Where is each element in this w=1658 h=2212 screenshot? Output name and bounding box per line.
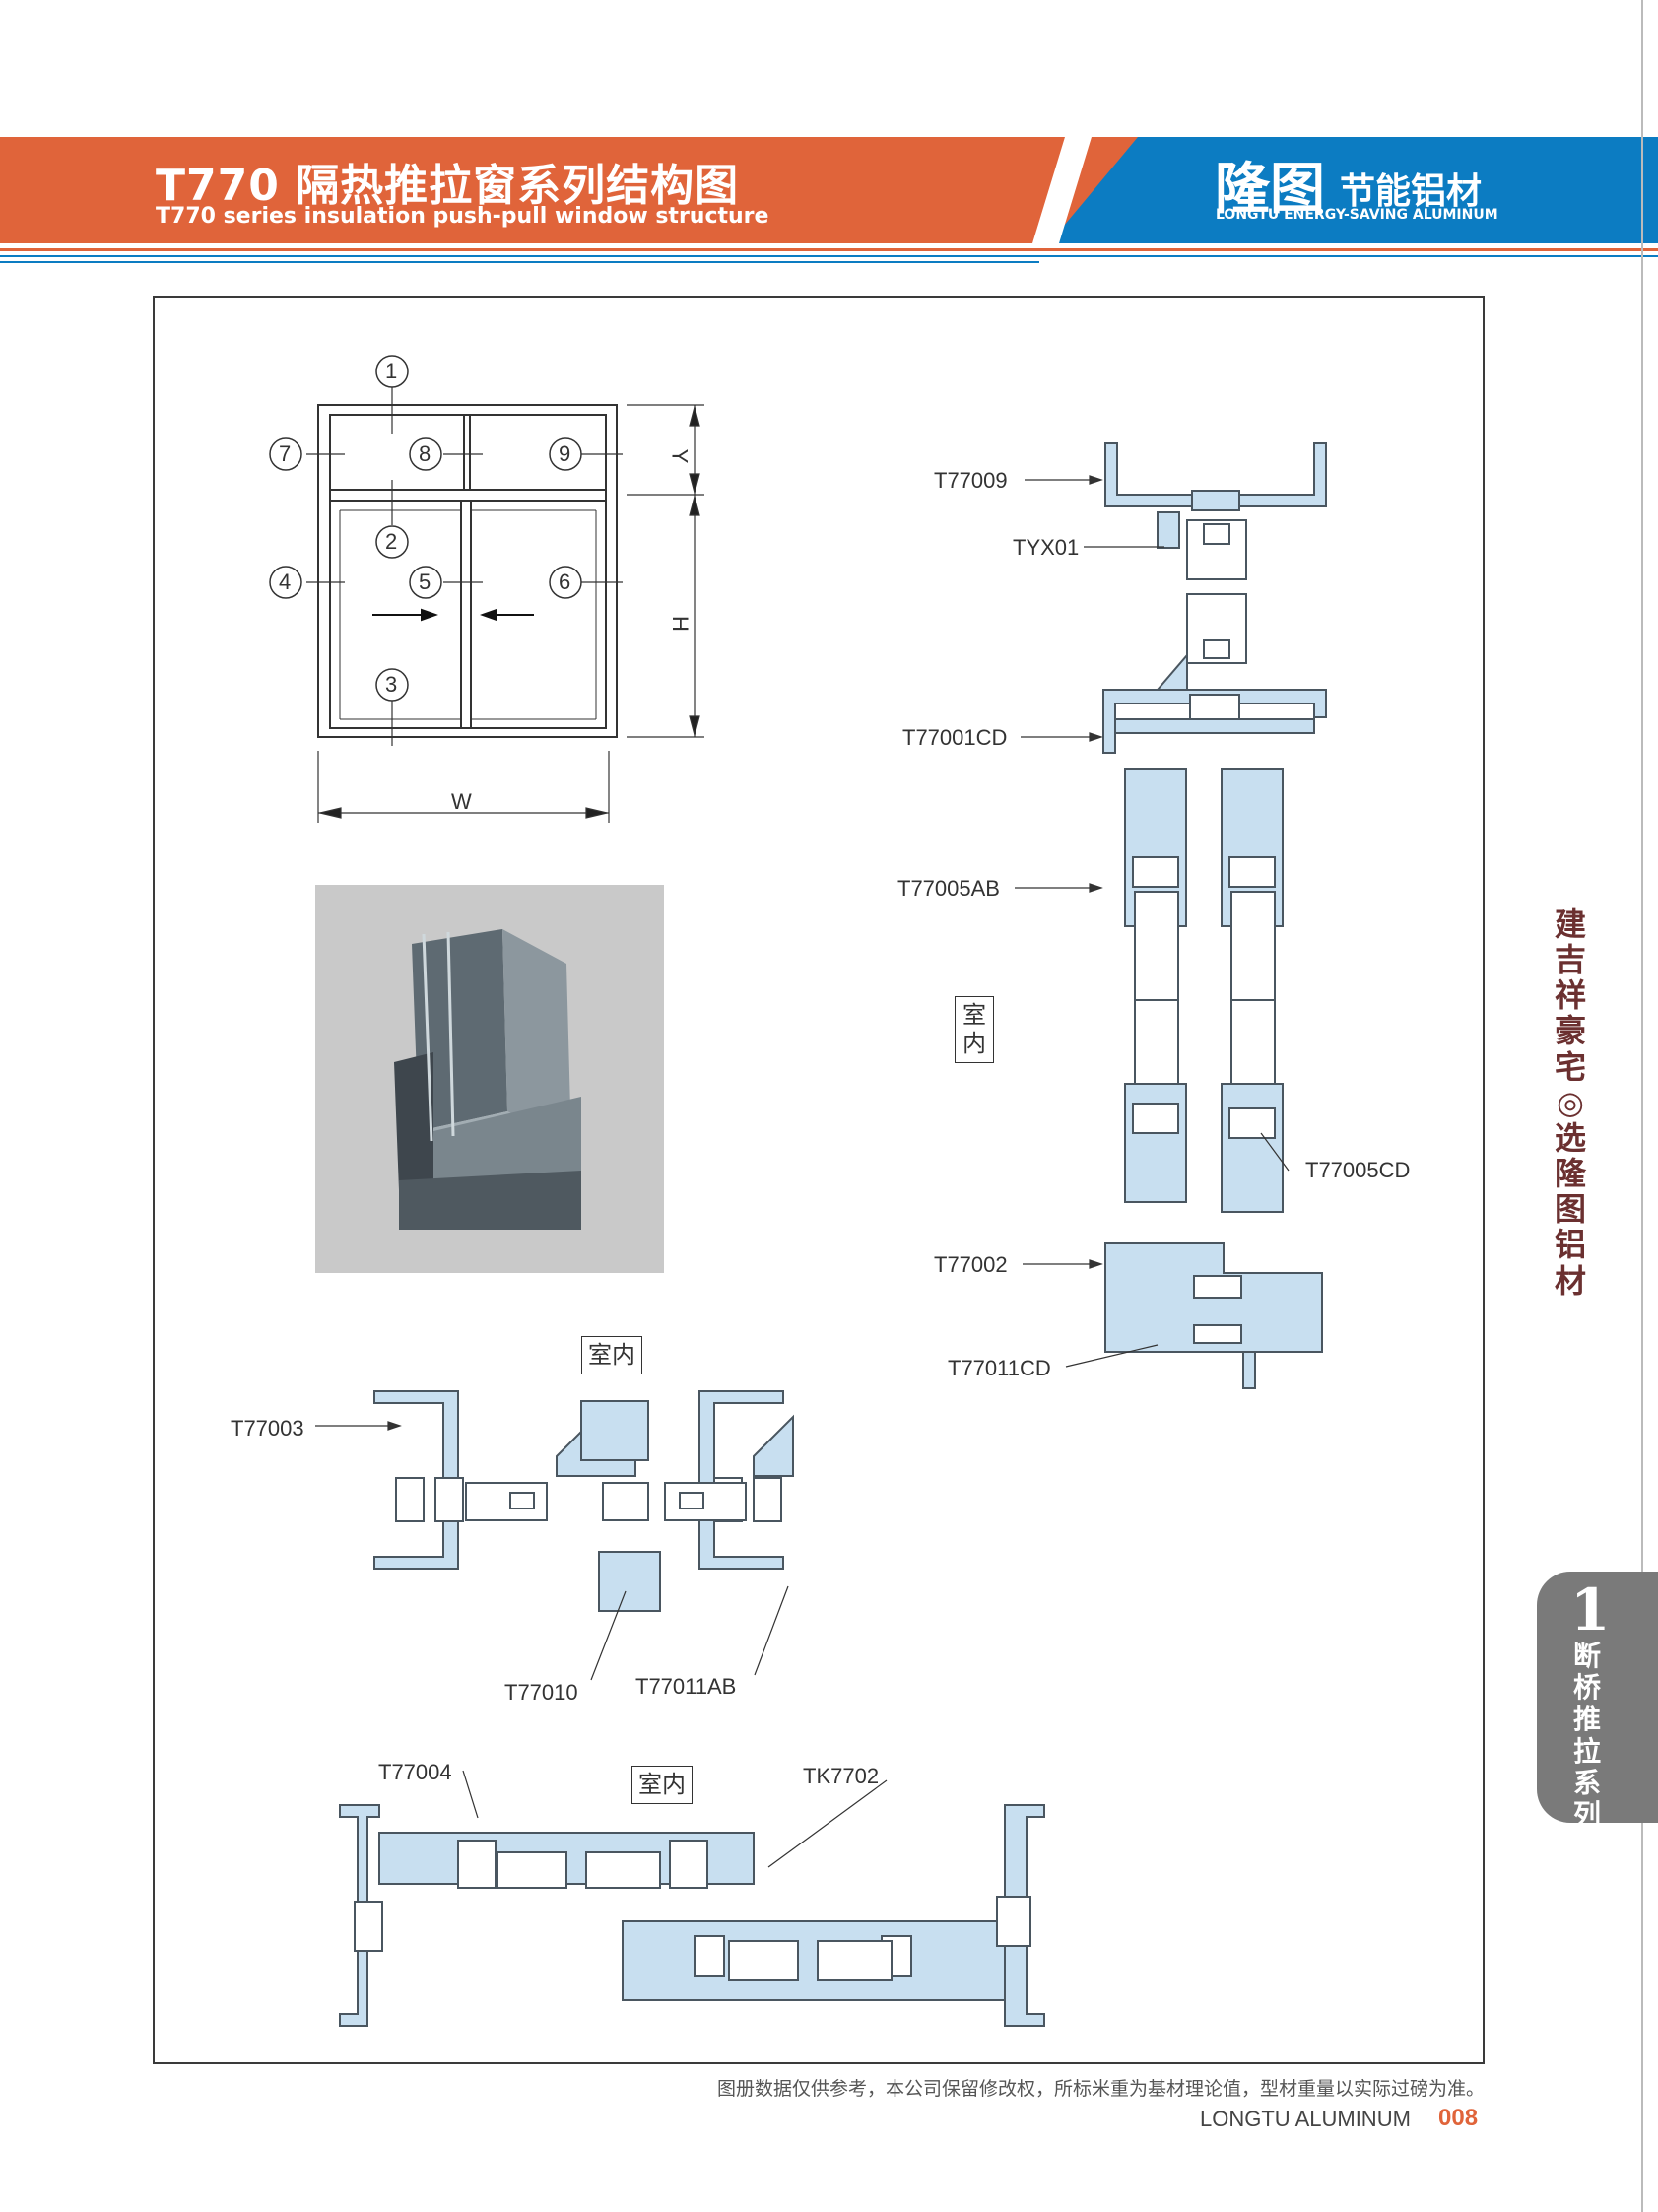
label-indoor-lower: 室内 (631, 1766, 693, 1804)
marker-3: 3 (385, 672, 398, 697)
label-t77003: T77003 (231, 1416, 304, 1441)
label-tyx01: TYX01 (1013, 535, 1080, 560)
disclaimer-note: 图册数据仅供参考，本公司保留修改权，所标米重为基材理论值，型材重量以实际过磅为准… (717, 2078, 1486, 2100)
marker-8: 8 (419, 441, 431, 466)
label-t77001cd: T77001CD (902, 725, 1008, 750)
elevation-leaders (306, 387, 623, 746)
callout-lines (315, 475, 1290, 1868)
elevation-markers (269, 355, 582, 702)
page-title-en: T770 series insulation push-pull window … (156, 204, 769, 229)
label-t77009: T77009 (934, 468, 1008, 493)
section-tab-number: 1 (1570, 1576, 1611, 1643)
sliding-arrows (372, 608, 534, 622)
drawing-frame (153, 296, 1485, 2064)
header-rule-orange (0, 248, 1658, 251)
profile-3d-render (315, 885, 664, 1273)
label-tk7702: TK7702 (803, 1764, 880, 1788)
section-vertical (1102, 442, 1327, 1389)
section-tab (1537, 1572, 1658, 1823)
marker-1: 1 (385, 359, 398, 383)
header-rule-blue (0, 255, 1658, 257)
window-elevation (317, 404, 618, 738)
label-indoor-sill: 室内 (581, 1336, 642, 1374)
section-sill (373, 1390, 794, 1612)
marker-4: 4 (279, 570, 292, 594)
brand-logo-cn: 隆图 (1215, 158, 1325, 222)
marker-2: 2 (385, 529, 398, 554)
marker-7: 7 (279, 441, 292, 466)
label-t77005cd: T77005CD (1305, 1158, 1411, 1182)
marker-9: 9 (559, 441, 571, 466)
dimension-w: W (451, 789, 472, 814)
section-tab-label: 断桥推拉系列 (1572, 1640, 1601, 1831)
brand-tagline-cn: 节能铝材 (1340, 171, 1483, 212)
page-number: 008 (1438, 2105, 1479, 2131)
section-lower (339, 1804, 1045, 2027)
label-t77004: T77004 (378, 1760, 452, 1784)
header-banner-orange (0, 137, 1153, 243)
brand-slogan: 建吉祥豪宅◎选隆图铝材 (1554, 905, 1586, 1300)
page-title-cn: T770 隔热推拉窗系列结构图 (156, 161, 740, 211)
dimension-lines (317, 404, 704, 823)
label-t77011ab: T77011AB (635, 1674, 737, 1699)
header-banner-blue (1049, 137, 1658, 243)
dimension-y: Y (667, 448, 693, 464)
footer-brand: LONGTU ALUMINUM (1200, 2107, 1411, 2131)
header-rule-blue-short (0, 261, 1039, 263)
marker-5: 5 (419, 570, 431, 594)
dimension-h: H (667, 616, 693, 632)
label-indoor-vertical: 室内 (955, 996, 994, 1063)
page-edge-line (1641, 0, 1643, 2212)
brand-logo-en: LONGTU ENERGY-SAVING ALUMINUM (1216, 207, 1498, 223)
label-t77005ab: T77005AB (897, 876, 1000, 901)
label-t77002: T77002 (934, 1252, 1008, 1277)
label-t77011cd: T77011CD (948, 1356, 1051, 1380)
label-t77010: T77010 (504, 1680, 578, 1705)
marker-6: 6 (559, 570, 571, 594)
